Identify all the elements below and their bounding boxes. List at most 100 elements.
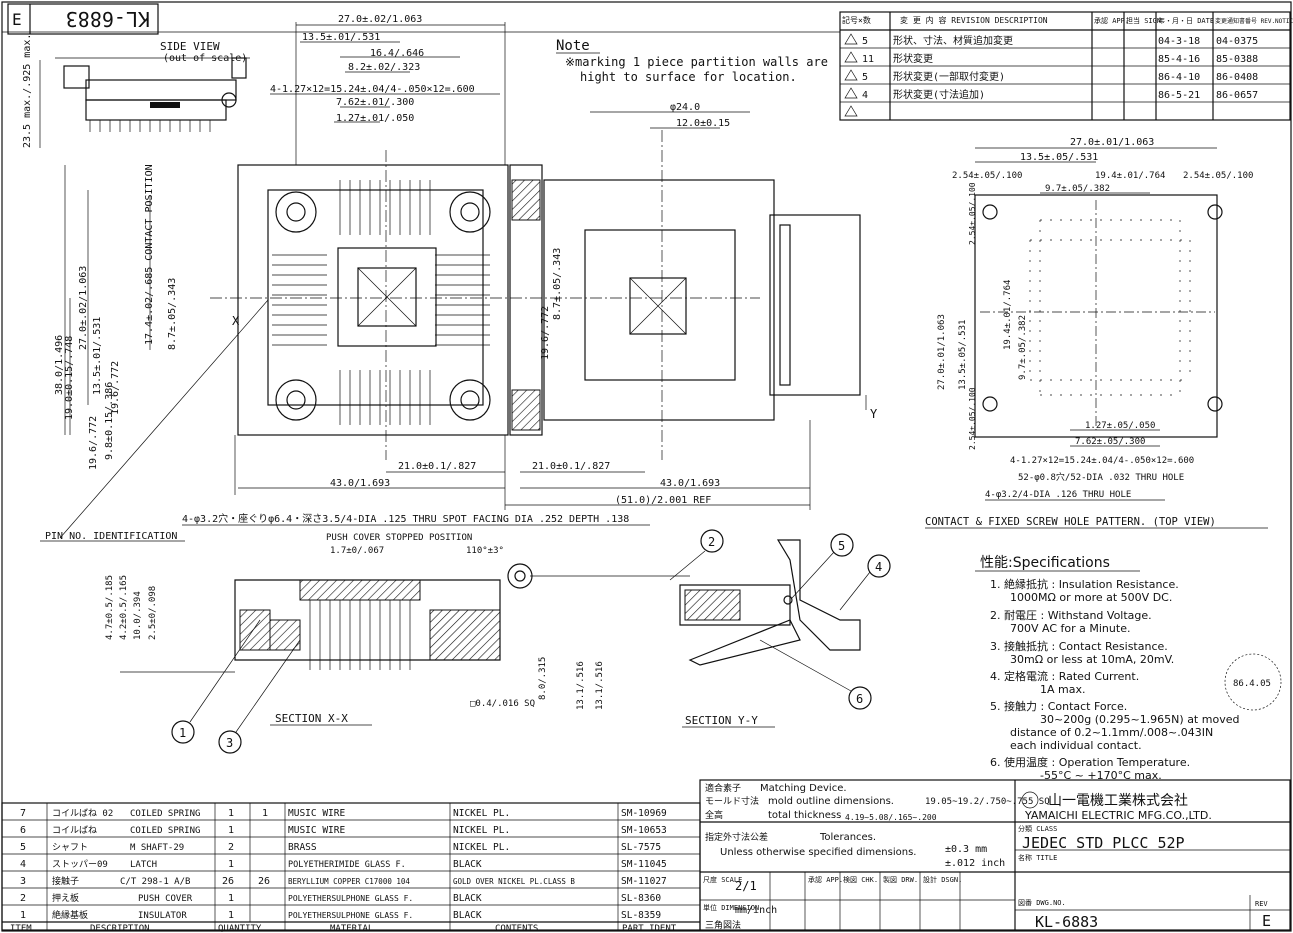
svg-text:±.012 inch: ±.012 inch (945, 858, 1005, 869)
svg-text:φ24.0: φ24.0 (670, 102, 700, 113)
svg-text:BRASS: BRASS (288, 842, 317, 853)
svg-text:形状変更(一部取付変更): 形状変更(一部取付変更) (893, 70, 1005, 83)
svg-text:SM-10969: SM-10969 (621, 808, 667, 819)
svg-text:2: 2 (20, 893, 26, 904)
svg-text:27.0±.02/1.063: 27.0±.02/1.063 (78, 266, 89, 350)
svg-text:NICKEL PL.: NICKEL PL. (453, 842, 510, 853)
note-block: Note ※marking 1 piece partition walls ar… (556, 38, 828, 84)
section-mark-y: Y (870, 407, 878, 421)
svg-text:NICKEL PL.: NICKEL PL. (453, 808, 510, 819)
svg-text:全高: 全高 (705, 809, 723, 821)
svg-text:POLYETHERSULPHONE GLASS F.: POLYETHERSULPHONE GLASS F. (288, 911, 413, 920)
svg-text:10.0/.394: 10.0/.394 (133, 591, 143, 640)
section-x-label: SECTION X-X (275, 712, 348, 725)
svg-text:4.19~5.08/.165~.200: 4.19~5.08/.165~.200 (845, 813, 937, 822)
svg-text:コイルばね 02: コイルばね 02 (52, 808, 113, 819)
note-line-1: ※marking 1 piece partition walls are (565, 55, 828, 69)
svg-text:設計 DSGN.: 設計 DSGN. (923, 875, 962, 884)
svg-text:担当 SIGN.: 担当 SIGN. (1126, 16, 1165, 25)
svg-text:1: 1 (228, 825, 234, 836)
svg-text:110°±3°: 110°±3° (466, 546, 504, 556)
svg-text:30~200g (0.295~1.965N) at move: 30~200g (0.295~1.965N) at moved (1040, 713, 1239, 726)
svg-text:承認 APP.: 承認 APP. (808, 875, 843, 884)
left-dimensions: 38.0/1.496 27.0±.02/1.063 19.0±0.15/.748… (54, 164, 563, 470)
side-view: SIDE VIEW (out of scale) 23.5 max./.925 … (22, 34, 250, 148)
svg-text:1.7±0/.067: 1.7±0/.067 (330, 546, 384, 556)
svg-text:8.7±.05/.343: 8.7±.05/.343 (552, 248, 563, 320)
svg-text:43.0/1.693: 43.0/1.693 (660, 478, 720, 489)
svg-text:検図 CHK.: 検図 CHK. (843, 875, 878, 884)
svg-text:27.0±.01/1.063: 27.0±.01/1.063 (1070, 137, 1154, 148)
company-name-en: YAMAICHI ELECTRIC MFG.CO.,LTD. (1024, 809, 1212, 822)
svg-text:Matching Device.: Matching Device. (760, 783, 847, 794)
svg-text:DESCRIPTION: DESCRIPTION (90, 924, 150, 933)
svg-text:POLYETHERSULPHONE GLASS F.: POLYETHERSULPHONE GLASS F. (288, 894, 413, 903)
svg-text:total thickness: total thickness (768, 810, 841, 821)
bill-of-materials: ITEM DESCRIPTION QUANTITY MATERIAL CONTE… (1, 802, 701, 933)
svg-text:2.54±.05/.100: 2.54±.05/.100 (952, 171, 1022, 181)
svg-text:COILED SPRING: COILED SPRING (130, 826, 200, 836)
svg-text:04-3-18: 04-3-18 (1158, 36, 1200, 47)
svg-text:PUSH COVER: PUSH COVER (138, 894, 193, 904)
svg-text:9.7±.05/.382: 9.7±.05/.382 (1018, 315, 1028, 380)
side-view-label: SIDE VIEW (160, 40, 220, 53)
side-view-height: 23.5 max./.925 max. (22, 34, 33, 148)
balloon-6: 6 (856, 692, 863, 706)
svg-text:5: 5 (862, 72, 868, 83)
svg-text:MATERIAL: MATERIAL (330, 924, 373, 933)
svg-text:1: 1 (228, 859, 234, 870)
pattern-title: CONTACT & FIXED SCREW HOLE PATTERN. (TOP… (925, 516, 1216, 528)
item-balloons: 1 2 3 4 5 6 (171, 529, 891, 754)
svg-text:2: 2 (228, 842, 234, 853)
svg-text:1: 1 (20, 910, 26, 921)
svg-text:承認 APP.: 承認 APP. (1094, 16, 1129, 25)
svg-text:5. 接触力 : Contact Force.: 5. 接触力 : Contact Force. (990, 699, 1127, 713)
svg-text:11: 11 (862, 54, 874, 65)
svg-text:52-φ0.8穴/52-DIA .032 THRU HOLE: 52-φ0.8穴/52-DIA .032 THRU HOLE (1018, 471, 1184, 483)
svg-text:SL-8359: SL-8359 (621, 910, 661, 921)
balloon-2: 2 (708, 535, 715, 549)
svg-text:Tolerances.: Tolerances. (819, 832, 876, 843)
svg-text:1. 絶縁抵抗 : Insulation Resistanc: 1. 絶縁抵抗 : Insulation Resistance. (990, 577, 1179, 591)
section-y-label: SECTION Y-Y (685, 714, 758, 727)
svg-text:変更通知書番号 REV.NOTICE NO.: 変更通知書番号 REV.NOTICE NO. (1215, 17, 1293, 25)
svg-text:30mΩ or less at 10mA, 20mV.: 30mΩ or less at 10mA, 20mV. (1010, 653, 1174, 666)
svg-text:BLACK: BLACK (453, 910, 482, 921)
svg-text:1A max.: 1A max. (1040, 683, 1085, 696)
svg-text:27.0±.02/1.063: 27.0±.02/1.063 (338, 14, 422, 25)
svg-text:接触子: 接触子 (52, 875, 79, 887)
svg-text:8.7±.05/.343: 8.7±.05/.343 (167, 278, 178, 350)
svg-text:モールド寸法: モールド寸法 (705, 795, 759, 807)
revision-letter-bottom: E (1262, 912, 1271, 930)
svg-text:19.4±.01/.764: 19.4±.01/.764 (1095, 171, 1165, 181)
svg-text:86-0408: 86-0408 (1216, 72, 1258, 83)
balloon-5: 5 (838, 539, 845, 553)
svg-text:変 更 内 容 REVISION DESCRIPTION: 変 更 内 容 REVISION DESCRIPTION (900, 15, 1048, 25)
svg-text:SL-7575: SL-7575 (621, 842, 661, 853)
svg-text:38.0/1.496: 38.0/1.496 (54, 335, 65, 395)
svg-text:2/1: 2/1 (735, 879, 757, 893)
svg-text:2.54±.05/.100: 2.54±.05/.100 (968, 387, 977, 450)
top-view-dimensions: 27.0±.02/1.063 13.5±.01/.531 16.4/.646 8… (270, 14, 750, 165)
drawing-number-bottom: KL-6883 (1035, 913, 1098, 931)
approval-stamp: 86.4.05 (1233, 679, 1271, 689)
revision-table: 記号×数 変 更 内 容 REVISION DESCRIPTION 承認 APP… (839, 11, 1293, 121)
pin-identification-label: PIN NO. IDENTIFICATION (45, 531, 177, 542)
svg-text:年・月・日 DATE: 年・月・日 DATE (1158, 16, 1214, 25)
svg-text:形状、寸法、材質追加変更: 形状、寸法、材質追加変更 (893, 34, 1013, 47)
title-block: 適合素子 Matching Device. モールド寸法 mold outlin… (699, 779, 1291, 931)
svg-text:NICKEL PL.: NICKEL PL. (453, 825, 510, 836)
svg-text:SL-8360: SL-8360 (621, 893, 661, 904)
svg-text:13.1/.516: 13.1/.516 (576, 661, 586, 710)
svg-text:4-φ3.2穴・座ぐりφ6.4・深さ3.5/4-DIA .1: 4-φ3.2穴・座ぐりφ6.4・深さ3.5/4-DIA .125 THRU SP… (182, 512, 629, 525)
svg-text:C/T 298-1 A/B: C/T 298-1 A/B (120, 877, 190, 887)
svg-text:21.0±0.1/.827: 21.0±0.1/.827 (532, 461, 610, 472)
svg-text:19.0±0.15/.748: 19.0±0.15/.748 (64, 336, 75, 420)
svg-text:単位 DIMENSION: 単位 DIMENSION (703, 903, 759, 912)
svg-text:12.0±0.15: 12.0±0.15 (676, 118, 730, 129)
svg-text:尺度 SCALE: 尺度 SCALE (703, 875, 742, 884)
svg-text:1.27±.05/.050: 1.27±.05/.050 (1085, 421, 1155, 431)
svg-text:mm/inch: mm/inch (735, 905, 777, 916)
drawing-number-box: KL-6883 E (7, 3, 159, 35)
